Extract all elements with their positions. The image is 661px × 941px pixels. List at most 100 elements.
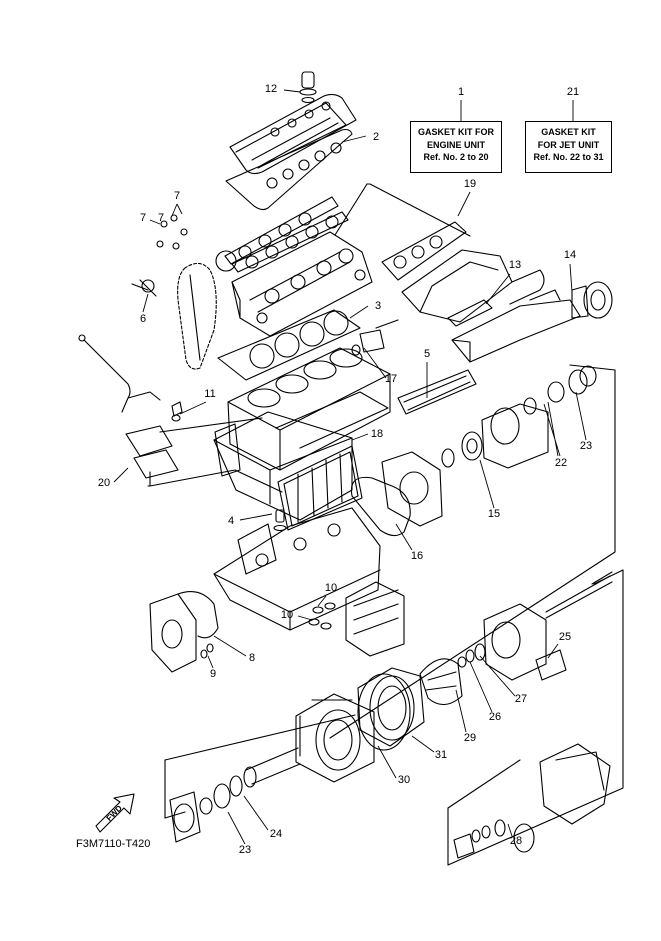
leader-line <box>341 135 367 143</box>
leader-line <box>243 795 269 831</box>
callout-number: 19 <box>464 178 476 190</box>
head-gasket <box>217 309 361 381</box>
callout-number: 30 <box>398 774 410 786</box>
leader-line <box>395 523 413 551</box>
cylinder-head <box>231 231 373 337</box>
engine-gasket-kit-box: GASKET KIT FOR ENGINE UNIT Ref. No. 2 to… <box>410 121 502 173</box>
leader-line <box>179 401 207 415</box>
callout-number: 22 <box>555 457 567 469</box>
driveshaft-housing <box>483 571 613 681</box>
kit-number: 21 <box>567 86 579 98</box>
starter-cover <box>149 591 219 673</box>
exhaust-pipe <box>447 281 613 363</box>
jet-gasket-kit-box: GASKET KIT FOR JET UNIT Ref. No. 22 to 3… <box>525 121 612 173</box>
leader-line <box>469 661 493 713</box>
leader-line <box>485 273 511 305</box>
callout-number: 6 <box>140 313 146 325</box>
leader-line <box>239 513 273 521</box>
cover-gaskets <box>277 369 477 531</box>
intake-duct <box>295 693 375 783</box>
callout-number: 13 <box>509 259 521 271</box>
camshafts <box>215 196 349 273</box>
leader-line <box>317 595 327 607</box>
callout-number: 2 <box>373 131 379 143</box>
leader-line <box>411 735 435 753</box>
kit-line: Ref. No. 2 to 20 <box>423 152 489 162</box>
oil-filler-cap <box>299 71 317 104</box>
leader-line <box>479 459 495 509</box>
callout-number: 16 <box>411 550 423 562</box>
timing-chain <box>177 262 217 370</box>
callout-number: 28 <box>510 835 522 847</box>
crankcase-lower <box>213 507 381 631</box>
leader-lines <box>113 89 587 845</box>
callout-number: 25 <box>559 631 571 643</box>
oil-cooler-assembly <box>308 581 405 657</box>
leader-line <box>207 655 214 669</box>
callout-number: 5 <box>424 348 430 360</box>
kit-line: FOR JET UNIT <box>537 139 600 150</box>
figure-code: F3M7110-T420 <box>76 838 151 850</box>
kit-line: GASKET KIT <box>541 127 596 137</box>
leader-line <box>297 615 313 621</box>
fwd-label: FWD <box>105 803 124 822</box>
callout-number: 7 <box>174 190 180 202</box>
callout-number: 18 <box>371 428 383 440</box>
exhaust-manifold <box>381 221 545 323</box>
leader-line <box>113 467 129 483</box>
callout-number: 27 <box>515 693 527 705</box>
jet-pipe <box>169 747 301 843</box>
callout-number: 7 <box>140 212 146 224</box>
callout-number: 17 <box>385 373 397 385</box>
drain-plug <box>273 509 287 532</box>
leader-line <box>457 191 471 217</box>
kit-line: GASKET KIT FOR <box>418 127 494 137</box>
leader-line <box>349 305 369 319</box>
callout-number: 8 <box>249 652 255 664</box>
leader-line <box>283 89 301 93</box>
leader-line <box>543 401 561 457</box>
kit-line: ENGINE UNIT <box>426 139 485 150</box>
callout-number: 12 <box>265 83 277 95</box>
leader-line <box>575 391 587 441</box>
leader-line <box>351 433 369 441</box>
leader-line <box>569 263 573 293</box>
jet-housing <box>357 667 425 751</box>
generator-cover <box>350 451 443 537</box>
leader-line <box>455 689 467 733</box>
crankcase-upper <box>213 391 389 521</box>
leader-line <box>479 655 516 697</box>
callout-number: 23 <box>580 440 592 452</box>
leader-line <box>149 219 161 225</box>
callout-number: 15 <box>488 508 500 520</box>
leader-line <box>142 293 149 313</box>
callout-number: 26 <box>489 711 501 723</box>
leader-line <box>547 643 559 659</box>
callout-number: 4 <box>228 515 234 527</box>
steering-nozzle <box>453 743 611 859</box>
callout-number: 31 <box>435 749 447 761</box>
leader-line <box>377 745 397 779</box>
callout-number: 23 <box>239 844 251 856</box>
callout-number: 9 <box>210 668 216 680</box>
callout-number: 10 <box>281 609 293 621</box>
callout-number: 7 <box>158 212 164 224</box>
leader-line <box>213 635 247 657</box>
callout-number: 10 <box>325 582 337 594</box>
section-lines <box>147 183 624 866</box>
cylinder-block <box>214 347 391 477</box>
callout-number: 11 <box>204 388 215 400</box>
callout-number: 3 <box>375 300 381 312</box>
callout-number: 20 <box>98 477 110 489</box>
callout-numbers: 2345677891010111213141516171819202223232… <box>98 83 592 856</box>
leader-line <box>227 811 246 845</box>
kit-line: Ref. No. 22 to 31 <box>533 152 604 162</box>
leader-line <box>507 823 513 837</box>
fwd-arrow-symbol <box>95 793 135 833</box>
callout-number: 24 <box>270 828 282 840</box>
leader-line <box>171 203 183 217</box>
callout-number: 14 <box>564 249 576 261</box>
small-parts <box>125 214 399 479</box>
